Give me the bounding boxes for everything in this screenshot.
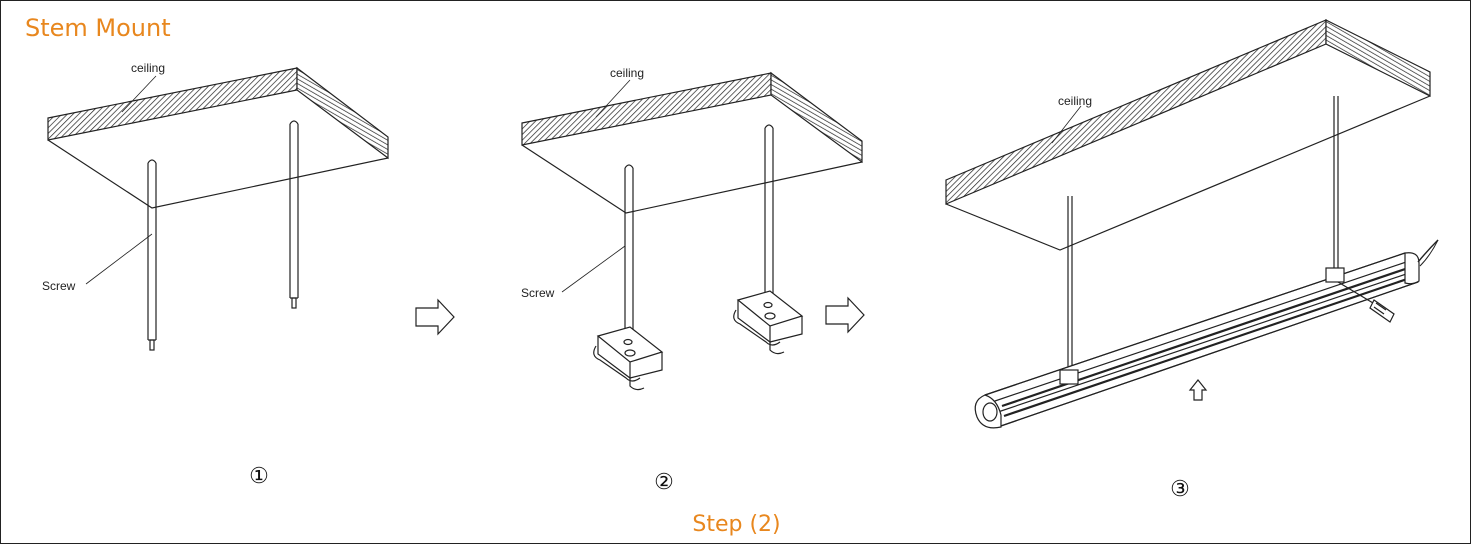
- ceiling-slab-3-side: [1325, 19, 1431, 97]
- ceiling-slab-1: [47, 67, 298, 141]
- step-3-panel: [945, 19, 1439, 429]
- right-arrow-icon: [825, 296, 865, 334]
- led-light-fixture: [974, 239, 1439, 429]
- step-2-panel: [521, 71, 863, 391]
- step-caption: Step (2): [692, 512, 781, 537]
- step-number-2: ②: [654, 470, 674, 495]
- step-number-1: ①: [249, 464, 269, 489]
- screw-label-1: Screw: [42, 279, 76, 293]
- ceiling-label-2: ceiling: [610, 66, 644, 80]
- up-arrow-icon: [1188, 379, 1208, 401]
- screw-rod-1a: [147, 159, 157, 351]
- ceiling-slab-3: [945, 19, 1327, 205]
- ceiling-slab-2-side: [770, 71, 863, 164]
- screw-rod-1b: [289, 120, 299, 309]
- step-1-panel: [47, 66, 389, 351]
- mounting-clip-left: [593, 326, 664, 391]
- ceiling-slab-2: [521, 72, 772, 146]
- right-arrow-icon: [415, 298, 455, 336]
- ceiling-label-1: ceiling: [131, 61, 165, 75]
- screw-label-2: Screw: [521, 286, 555, 300]
- ceiling-slab-1-side: [296, 66, 389, 160]
- ceiling-label-3: ceiling: [1058, 94, 1092, 108]
- step-number-3: ③: [1170, 477, 1190, 502]
- mounting-clip-right: [733, 290, 804, 355]
- diagram-title: Stem Mount: [25, 14, 171, 42]
